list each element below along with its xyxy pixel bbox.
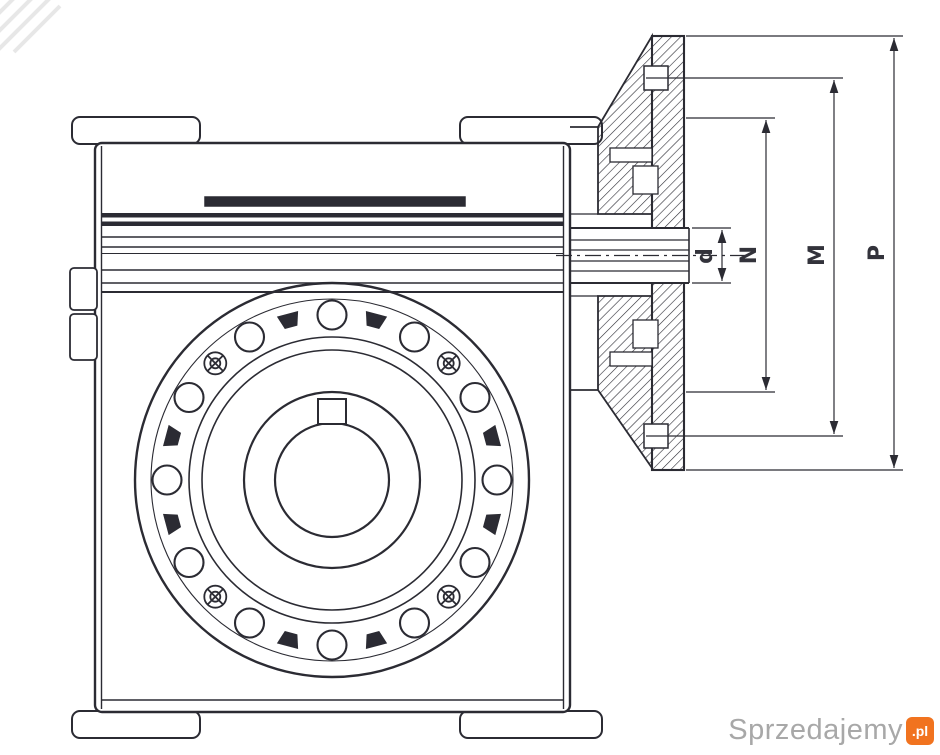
dim-label-n: N — [737, 246, 762, 264]
dim-label-m: M — [805, 244, 830, 266]
shaft-bore-circle — [273, 421, 391, 539]
bottom-right-mount-tab — [459, 710, 603, 739]
lower-bolt-boss — [632, 319, 659, 349]
flange-bolt-holes — [151, 299, 513, 661]
side-section-view — [556, 32, 750, 472]
left-mount-lug-upper — [69, 267, 98, 311]
top-right-mount-tab — [459, 116, 603, 145]
flange-chamfer-circle — [150, 298, 514, 662]
keyway-notch — [317, 398, 347, 425]
watermark-badge: .pl — [906, 716, 934, 745]
watermark-brand: Sprzedajemy — [728, 714, 903, 746]
input-shaft-bore-lines — [570, 227, 690, 284]
front-view — [69, 116, 603, 739]
bottom-left-mount-tab — [71, 710, 201, 739]
corner-texture — [0, 0, 62, 54]
left-mount-lug-lower — [69, 313, 98, 361]
top-left-mount-tab — [71, 116, 201, 145]
dim-label-d: d — [693, 248, 718, 264]
flange-wedge-cutouts — [162, 310, 502, 650]
flange-screws — [203, 351, 461, 609]
sight-slot — [204, 196, 466, 207]
dimensions — [646, 35, 903, 471]
watermark: Sprzedajemy .pl — [728, 714, 934, 747]
dim-label-p: P — [865, 245, 890, 261]
upper-bolt-boss — [632, 165, 659, 195]
